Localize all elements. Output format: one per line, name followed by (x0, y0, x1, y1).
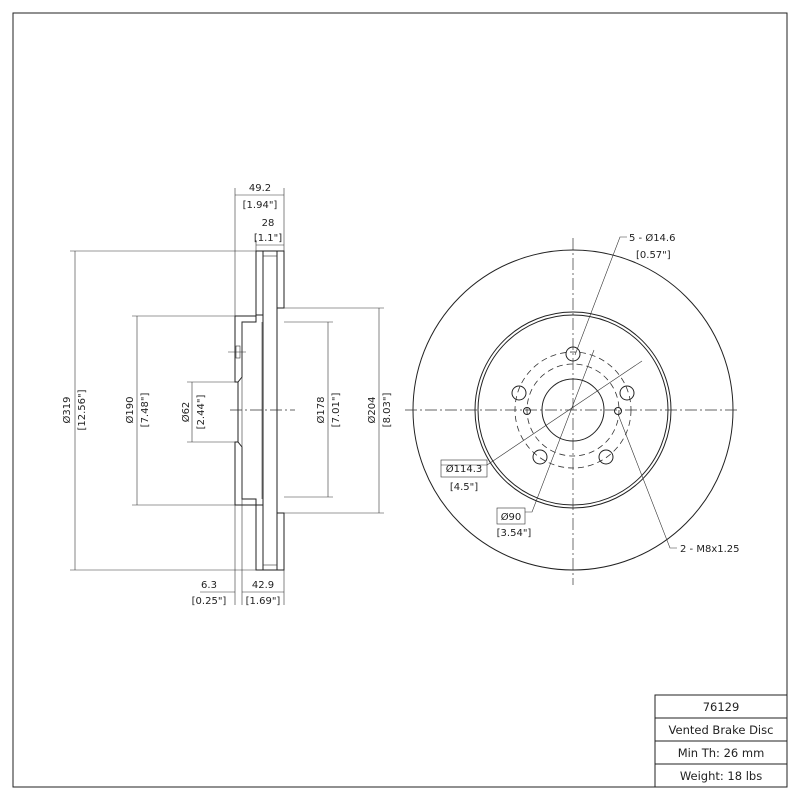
threaded-holes: 2 - M8x1.25 (680, 544, 740, 555)
hat-diameter-mm: Ø190 (124, 397, 136, 424)
min-thickness: Min Th: 26 mm (678, 746, 765, 760)
part-number: 76129 (703, 700, 740, 714)
front-view-dimensions: 5 - Ø14.6 [0.57"] Ø114.3 [4.5"] Ø90 [3.5… (446, 232, 740, 555)
hat-top (234, 315, 257, 383)
center-bore-in: [2.44"] (196, 395, 207, 430)
hat-height-mm: 42.9 (252, 580, 274, 591)
hat-diameter-in: [7.48"] (140, 393, 151, 428)
overall-width-in: [1.94"] (243, 200, 278, 211)
title-block: 76129 Vented Brake Disc Min Th: 26 mm We… (654, 694, 788, 788)
side-view-dimensions: 49.2 [1.94"] 28 [1.1"] Ø319 [12.56"] Ø19… (61, 183, 393, 607)
drawing-frame (12, 12, 788, 788)
friction-inner-diameter-mm: Ø204 (366, 397, 378, 424)
threaded-hole (523, 407, 531, 415)
bolt-hole (511, 385, 527, 401)
inner-plate-top (255, 250, 264, 316)
rotor-thickness-in: [1.1"] (254, 233, 282, 244)
pilot-circle-mm: Ø90 (501, 511, 522, 523)
center-bore-mm: Ø62 (180, 402, 192, 423)
bolt-hole (532, 449, 548, 465)
bolt-holes-in: [0.57"] (636, 250, 671, 261)
bolt-holes-mm: 5 - Ø14.6 (629, 232, 675, 244)
bolt-hole (598, 449, 614, 465)
overall-width-mm: 49.2 (249, 183, 271, 194)
inner-diameter-mm: Ø178 (315, 397, 327, 424)
hat-height-in: [1.69"] (246, 596, 281, 607)
hat-bottom (234, 441, 257, 506)
pilot-circle-in: [3.54"] (497, 528, 532, 539)
description: Vented Brake Disc (669, 723, 774, 737)
rotor-thickness-mm: 28 (262, 218, 275, 229)
outer-diameter-in: [12.56"] (77, 389, 88, 430)
bolt-circle-mm: Ø114.3 (446, 463, 483, 475)
side-view (70, 188, 384, 605)
outer-diameter-mm: Ø319 (61, 397, 73, 424)
friction-inner-diameter-in: [8.03"] (382, 393, 393, 428)
front-view (405, 236, 740, 585)
inner-plate-bottom (255, 504, 264, 571)
hat-thickness-in: [0.25"] (192, 596, 227, 607)
inner-diameter-in: [7.01"] (331, 393, 342, 428)
bolt-hole (619, 385, 635, 401)
weight: Weight: 18 lbs (680, 769, 762, 783)
hat-thickness-mm: 6.3 (201, 580, 217, 591)
outer-plate-top (276, 250, 285, 309)
outer-plate-bottom (276, 512, 285, 571)
bolt-circle-in: [4.5"] (450, 482, 478, 493)
threaded-hole (614, 407, 622, 415)
